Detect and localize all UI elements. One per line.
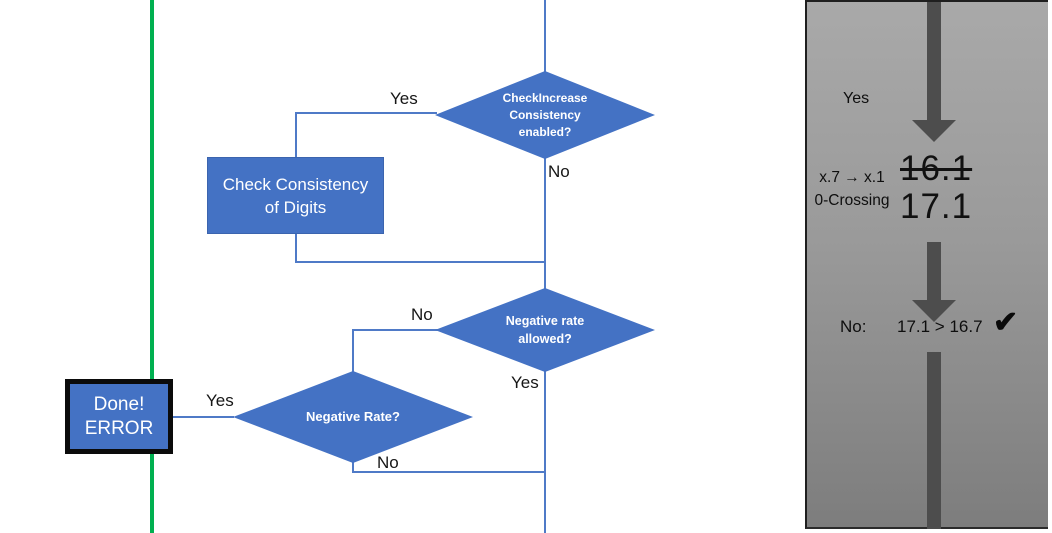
new-value: 17.1 [900, 187, 973, 226]
branch-label-rate-no: No [377, 453, 399, 472]
branch-label-allowed-no: No [411, 305, 433, 324]
connector-no-vertical [352, 329, 354, 372]
connector-yes-vertical [295, 112, 297, 158]
flow-arrow-shaft-3 [927, 352, 941, 529]
branch-label-increase-no: No [548, 162, 570, 181]
checkmark-icon: ✔ [993, 306, 1019, 339]
green-divider-line [150, 0, 154, 533]
branch-label-allowed-yes: Yes [511, 373, 539, 392]
old-value-strikethrough: 16.1 [900, 149, 973, 188]
decision-negative-rate: Negative Rate? [233, 371, 473, 463]
decision-checkincrease-consistency: CheckIncrease Consistency enabled? [435, 71, 655, 159]
zero-crossing-note: x.7 → x.1 0-Crossing [814, 169, 890, 209]
flow-arrow-shaft-2 [927, 242, 941, 300]
connector-top-vertical [544, 0, 546, 72]
connector-merge-horizontal [295, 261, 545, 263]
connector-rate-yes-horizontal [173, 416, 234, 418]
flow-arrow-head-2-icon [912, 300, 956, 322]
decision-negative-rate-allowed: Negative rate allowed? [435, 288, 655, 372]
process-check-consistency-of-digits: Check Consistency of Digits [207, 157, 384, 234]
result-no-label: No: [840, 317, 867, 336]
connector-yes-horizontal [295, 112, 437, 114]
branch-label-increase-yes: Yes [390, 89, 418, 108]
panel-yes-label: Yes [843, 90, 870, 107]
connector-mid-vertical [544, 158, 546, 289]
value-stack: 16.1 17.1 [900, 150, 972, 226]
connector-rate-no-horizontal [352, 471, 545, 473]
branch-label-rate-yes: Yes [206, 391, 234, 410]
flow-arrow-head-1-icon [912, 120, 956, 142]
connector-process-down [295, 233, 297, 263]
result-comparison: 17.1 > 16.7 [897, 317, 983, 336]
connector-rate-no-vertical [352, 462, 354, 473]
terminator-done-error: Done! ERROR [65, 379, 173, 454]
flow-arrow-shaft-1 [927, 2, 941, 120]
connector-main-bottom-vertical [544, 371, 546, 533]
connector-no-horizontal [353, 329, 440, 331]
trace-panel: Yes x.7 → x.1 0-Crossing 16.1 17.1 No: 1… [805, 0, 1048, 529]
